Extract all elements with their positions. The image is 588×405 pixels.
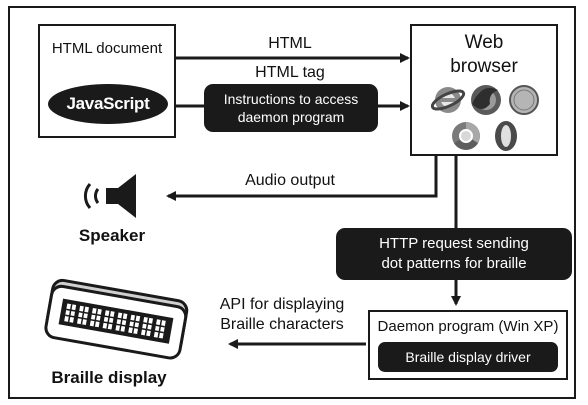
html-document-title: HTML document xyxy=(51,40,163,57)
http-line1: HTTP request sending xyxy=(379,235,529,252)
instructions-line1: Instructions to access xyxy=(223,91,359,107)
instructions-pill: Instructions to access daemon program xyxy=(204,84,378,132)
instructions-line2: daemon program xyxy=(237,109,345,125)
chrome-icon xyxy=(452,122,480,150)
opera-icon xyxy=(495,121,517,151)
web-browser-title-1: Web xyxy=(464,32,504,53)
speaker-icon xyxy=(83,174,136,218)
browser-icons xyxy=(430,85,539,151)
http-line2: dot patterns for braille xyxy=(381,255,527,272)
edge-api-label-1: API for displaying xyxy=(219,296,345,313)
braille-driver-label: Braille display driver xyxy=(405,349,531,365)
web-browser-box: Web browser xyxy=(410,24,558,156)
speaker-label: Speaker xyxy=(78,226,146,245)
edge-html-tag-label: HTML tag xyxy=(255,64,325,81)
braille-display-label: Braille display xyxy=(51,368,167,387)
web-browser-title-2: browser xyxy=(450,56,518,77)
html-document-box: HTML document JavaScript xyxy=(38,24,176,138)
braille-display-device xyxy=(44,278,189,360)
braille-dot-grid xyxy=(65,304,165,338)
edge-audio xyxy=(166,156,438,201)
braille-driver-pill: Braille display driver xyxy=(378,342,558,372)
edge-api-label-2: Braille characters xyxy=(220,316,344,333)
safari-icon xyxy=(509,85,539,115)
edge-html-label: HTML xyxy=(268,35,312,52)
javascript-label: JavaScript xyxy=(66,94,150,113)
ie-icon xyxy=(430,87,466,113)
edge-audio-label: Audio output xyxy=(245,172,335,189)
daemon-program-box: Daemon program (Win XP) Braille display … xyxy=(368,310,568,380)
firefox-icon xyxy=(471,85,501,115)
http-request-pill: HTTP request sending dot patterns for br… xyxy=(336,228,572,280)
daemon-program-title: Daemon program (Win XP) xyxy=(377,318,559,335)
javascript-badge: JavaScript xyxy=(48,84,168,124)
